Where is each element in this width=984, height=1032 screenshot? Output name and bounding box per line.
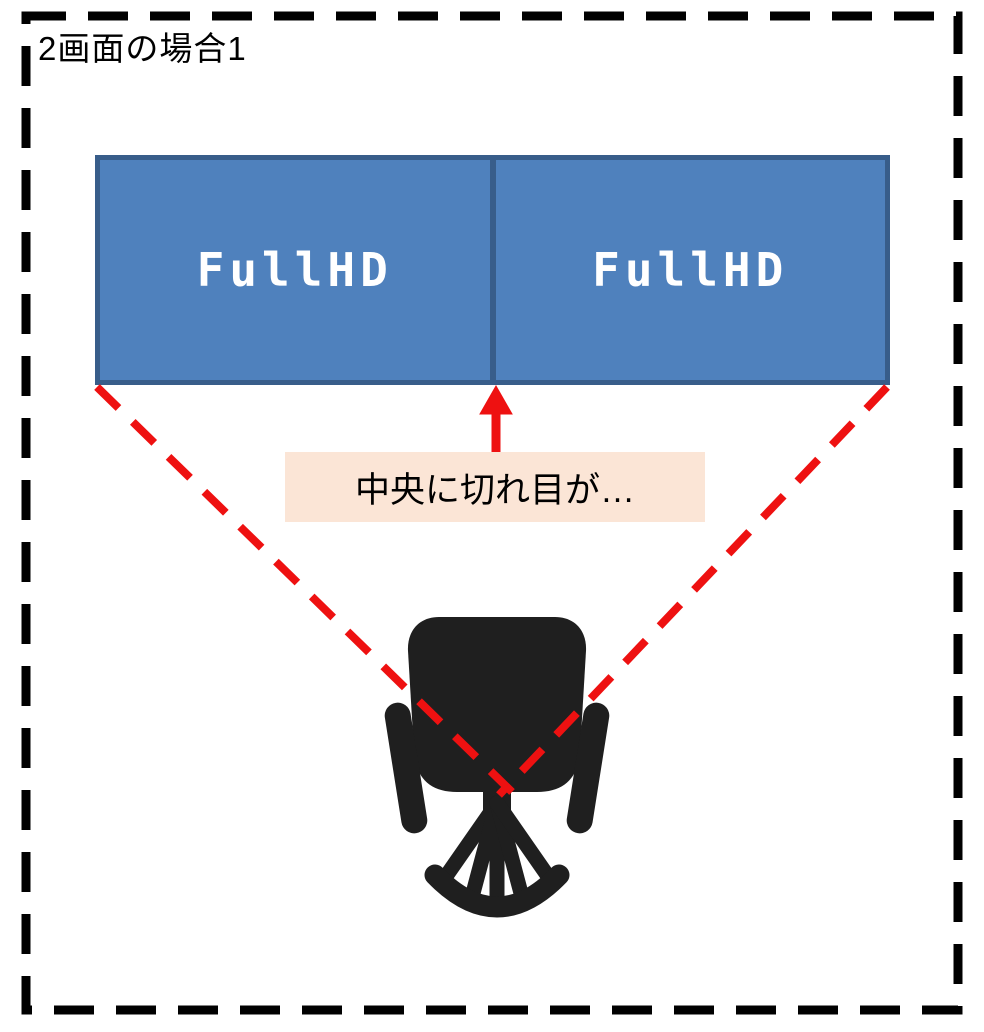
chair-armrest-right	[566, 702, 610, 834]
office-chair-top-view-icon	[384, 617, 610, 918]
monitor-right-label: FullHD	[592, 243, 789, 297]
diagram-title: 2画面の場合1	[38, 30, 247, 67]
arrow-up-icon	[479, 384, 513, 452]
arrow-head	[479, 384, 513, 415]
center-seam-callout: 中央に切れ目が…	[285, 452, 705, 522]
chair-spokes	[434, 795, 560, 911]
chair-base-rim	[424, 864, 570, 918]
monitor-pair: FullHD FullHD	[95, 155, 890, 385]
sight-line-left	[94, 384, 515, 795]
chair-seat	[407, 617, 587, 792]
monitor-left: FullHD	[100, 160, 490, 380]
sight-line-right	[496, 384, 890, 798]
sight-lines	[94, 384, 890, 798]
monitor-right: FullHD	[495, 160, 885, 380]
center-seam-callout-text: 中央に切れ目が…	[354, 470, 635, 510]
chair-armrest-left	[384, 702, 428, 834]
monitor-left-label: FullHD	[196, 243, 393, 297]
chair-post	[483, 785, 511, 813]
